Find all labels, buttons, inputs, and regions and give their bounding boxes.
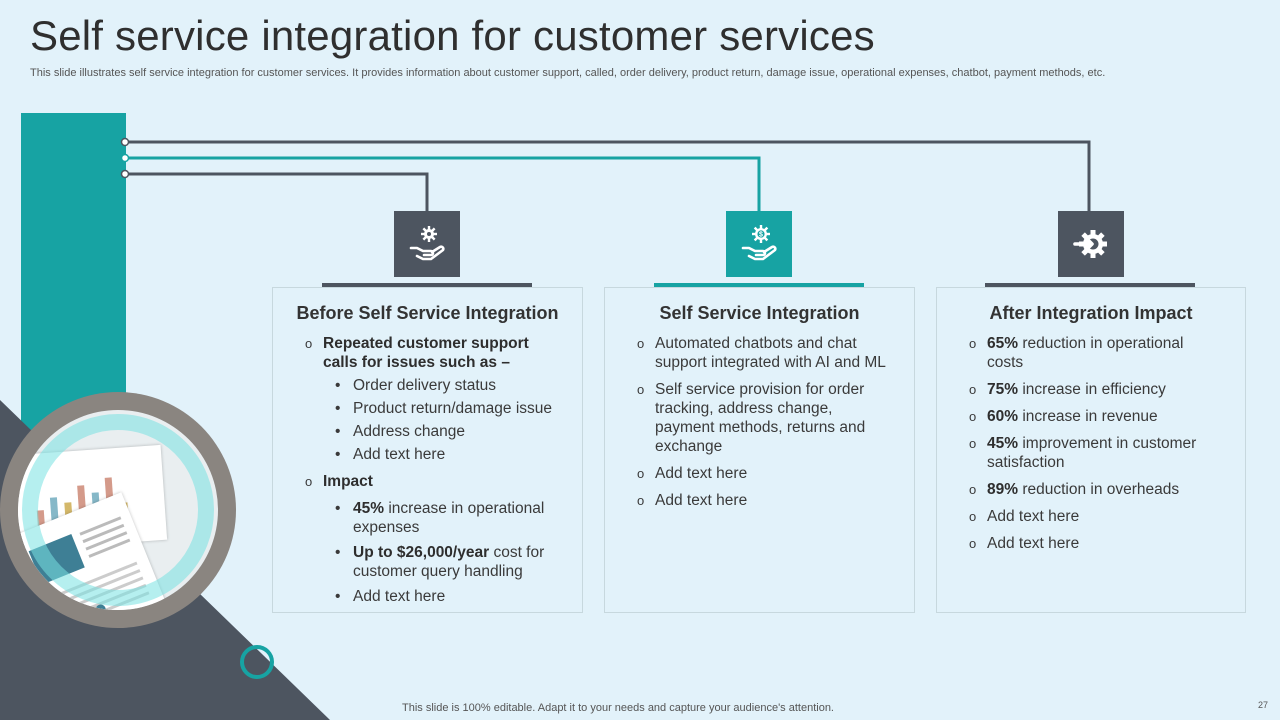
card-heading: Before Self Service Integration — [296, 303, 559, 323]
item-text: increase in operational expenses — [353, 500, 545, 536]
sub-list: 45% increase in operational expenses Up … — [323, 499, 554, 606]
item-text: Product return/damage issue — [353, 400, 553, 417]
list-item-lead: Impact — [323, 473, 373, 490]
item-bold: 45% — [987, 435, 1019, 452]
list-item: Add text here — [637, 464, 886, 483]
card-heading: After Integration Impact — [989, 303, 1193, 323]
connector-dot — [120, 169, 130, 179]
card-accent-bar — [322, 283, 532, 287]
sub-list-item: Up to $26,000/year cost for customer que… — [335, 543, 554, 581]
dollar-gear-hand-icon-glyph: $ — [741, 225, 777, 261]
item-text: Address change — [353, 423, 466, 440]
card-accent-bar — [985, 283, 1195, 287]
report-photo — [0, 392, 236, 628]
list-item: Automated chatbots and chat support inte… — [637, 334, 886, 372]
sub-list-item: Address change — [335, 422, 554, 441]
item-text: Add text here — [353, 446, 446, 463]
card-after-integration-impact: After Integration Impact 65% reduction i… — [936, 287, 1246, 613]
sub-list: Order delivery status Product return/dam… — [323, 376, 554, 464]
item-text: Add text here — [987, 535, 1080, 552]
item-bold: 75% — [987, 381, 1019, 398]
list-item: Repeated customer support calls for issu… — [305, 334, 554, 464]
gear-hand-icon-glyph — [409, 226, 445, 261]
list-item: 75% increase in efficiency — [969, 380, 1217, 399]
item-text: Add text here — [655, 492, 748, 509]
list-item: Add text here — [969, 507, 1217, 526]
item-bold: 60% — [987, 408, 1019, 425]
item-text: increase in revenue — [1018, 408, 1158, 425]
list-item: Self service provision for order trackin… — [637, 380, 886, 456]
item-bold: 65% — [987, 335, 1019, 352]
list-item: Add text here — [969, 534, 1217, 553]
card-accent-bar — [654, 283, 864, 287]
card-list: Automated chatbots and chat support inte… — [605, 334, 914, 510]
sub-list-item: Add text here — [335, 445, 554, 464]
sub-list-item: Product return/damage issue — [335, 399, 554, 418]
item-text: reduction in overheads — [1018, 481, 1180, 498]
gear-hand-icon — [394, 211, 460, 277]
dollar-gear-hand-icon: $ — [726, 211, 792, 277]
card-self-service-integration: Self Service Integration Automated chatb… — [604, 287, 915, 613]
item-text: improvement in customer satisfaction — [987, 435, 1197, 471]
item-text: Automated chatbots and chat support inte… — [655, 335, 886, 371]
card-list: Repeated customer support calls for issu… — [273, 334, 582, 606]
list-item: Impact 45% increase in operational expen… — [305, 472, 554, 606]
connector-line-left — [125, 172, 429, 211]
card-heading: Self Service Integration — [659, 303, 860, 323]
card-list: 65% reduction in operational costs 75% i… — [937, 334, 1245, 553]
svg-text:$: $ — [759, 232, 763, 239]
item-text: Self service provision for order trackin… — [655, 381, 866, 455]
connector-line-right — [125, 140, 1091, 211]
list-item: 45% improvement in customer satisfaction — [969, 434, 1217, 472]
decorative-ring — [240, 645, 274, 679]
item-text: Add text here — [987, 508, 1080, 525]
item-text: Add text here — [655, 465, 748, 482]
item-bold: 45% — [353, 500, 385, 517]
card-before-integration: Before Self Service Integration Repeated… — [272, 287, 583, 613]
item-text: reduction in operational costs — [987, 335, 1184, 371]
footer-note: This slide is 100% editable. Adapt it to… — [402, 702, 834, 714]
item-bold: Up to $26,000/year — [353, 544, 490, 561]
list-item: 89% reduction in overheads — [969, 480, 1217, 499]
gear-arrow-icon — [1058, 211, 1124, 277]
item-bold: 89% — [987, 481, 1019, 498]
decorative-teal-bar — [21, 113, 126, 443]
gear-arrow-icon-glyph — [1073, 230, 1107, 258]
sub-list-item: Add text here — [335, 587, 554, 606]
item-text: cost for customer query handling — [353, 544, 545, 580]
connector-line-middle — [125, 156, 761, 211]
page-number: 27 — [1258, 700, 1269, 710]
list-item: 65% reduction in operational costs — [969, 334, 1217, 372]
slide-title: Self service integration for customer se… — [30, 12, 875, 59]
item-text: Order delivery status — [353, 377, 496, 394]
list-item-lead: Repeated customer support calls for issu… — [323, 335, 529, 371]
list-item: Add text here — [637, 491, 886, 510]
sub-list-item: Order delivery status — [335, 376, 554, 395]
item-text: Add text here — [353, 588, 446, 605]
item-text: increase in efficiency — [1018, 381, 1166, 398]
sub-list-item: 45% increase in operational expenses — [335, 499, 554, 537]
connector-dot — [120, 137, 130, 147]
slide-subtitle: This slide illustrates self service inte… — [30, 67, 1106, 79]
connector-dot — [120, 153, 130, 163]
list-item: 60% increase in revenue — [969, 407, 1217, 426]
